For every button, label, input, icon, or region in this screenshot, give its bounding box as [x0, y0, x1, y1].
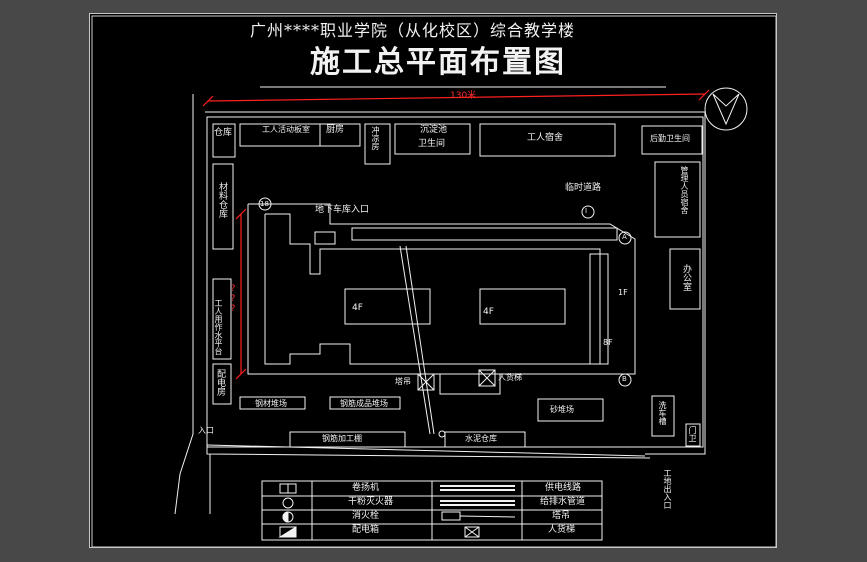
label-entrance: 入口 [198, 426, 214, 435]
legend-label-winch: 卷扬机 [352, 483, 380, 493]
label-floor-1f: 1F [618, 288, 628, 297]
site-plan [91, 15, 776, 547]
label-manager-dorm: 管理人员宿舍 [680, 166, 689, 214]
label-cement-store: 水泥仓库 [465, 434, 497, 443]
label-floor-4f-b: 4F [483, 307, 494, 317]
label-worker-tools: 工人用作水平台 [214, 299, 223, 355]
legend-label-dist-box: 配电箱 [352, 525, 380, 535]
label-entrance-right: 工地出入口 [663, 469, 672, 509]
label-basement-entrance: 地下车库入口 [315, 205, 370, 215]
label-rebar-finished-yard: 钢筋成品堆场 [340, 399, 388, 408]
label-warehouse: 仓库 [214, 128, 233, 138]
label-distribution-room: 配电房 [215, 369, 225, 396]
legend-label-hoist: 人货梯 [548, 525, 576, 535]
label-kitchen: 厨房 [326, 125, 345, 135]
dimension-left: ??? [228, 284, 238, 314]
label-shower-room: 冲凉房 [371, 126, 380, 150]
drawing-title: 施工总平面布置图 [310, 45, 566, 80]
dimension-top: 130米 [450, 91, 477, 101]
north-arrow-icon [704, 87, 748, 131]
label-temp-road: 临时道路 [565, 183, 602, 193]
label-material-warehouse: 材料仓库 [217, 182, 227, 218]
label-workers-dorm: 工人宿舍 [527, 133, 564, 143]
label-clinic-toilet: 后勤卫生间 [650, 134, 690, 143]
label-gate: 门卫 [688, 426, 697, 442]
label-tower-crane: 塔吊 [395, 377, 411, 386]
marker-b: B [622, 375, 627, 383]
drawing-title-line1: 广州****职业学院（从化校区）综合教学楼 [250, 21, 576, 40]
legend-table [261, 480, 603, 541]
legend-label-water-pipe: 给排水管道 [540, 497, 586, 507]
marker-a: A [622, 233, 627, 241]
label-rebar-shed: 钢筋加工棚 [322, 434, 362, 443]
label-septic-tank: 沉淀池 [420, 125, 448, 135]
marker-18: 18 [260, 200, 269, 208]
label-floor-8f: 8F [603, 338, 613, 347]
label-sand-yard: 砂堆场 [550, 405, 574, 414]
label-office: 办公室 [681, 264, 691, 291]
label-rebar-yard: 钢材堆场 [255, 399, 287, 408]
legend-label-power-line: 供电线路 [545, 483, 582, 493]
label-floor-4f-a: 4F [352, 303, 363, 313]
label-hoist: 人货梯 [498, 373, 522, 382]
legend-label-extinguisher: 干粉灭火器 [348, 497, 394, 507]
drawing-sheet: 广州****职业学院（从化校区）综合教学楼 施工总平面布置图 130米 ??? … [89, 13, 777, 548]
label-wash-pool: 洗车槽 [658, 401, 667, 425]
legend-label-hydrant: 消火栓 [352, 511, 380, 521]
marker-1: I [585, 207, 588, 215]
label-toilet: 卫生间 [418, 139, 446, 149]
label-workers-activity-room: 工人活动板室 [262, 125, 310, 134]
legend-label-crane: 塔吊 [552, 511, 571, 521]
